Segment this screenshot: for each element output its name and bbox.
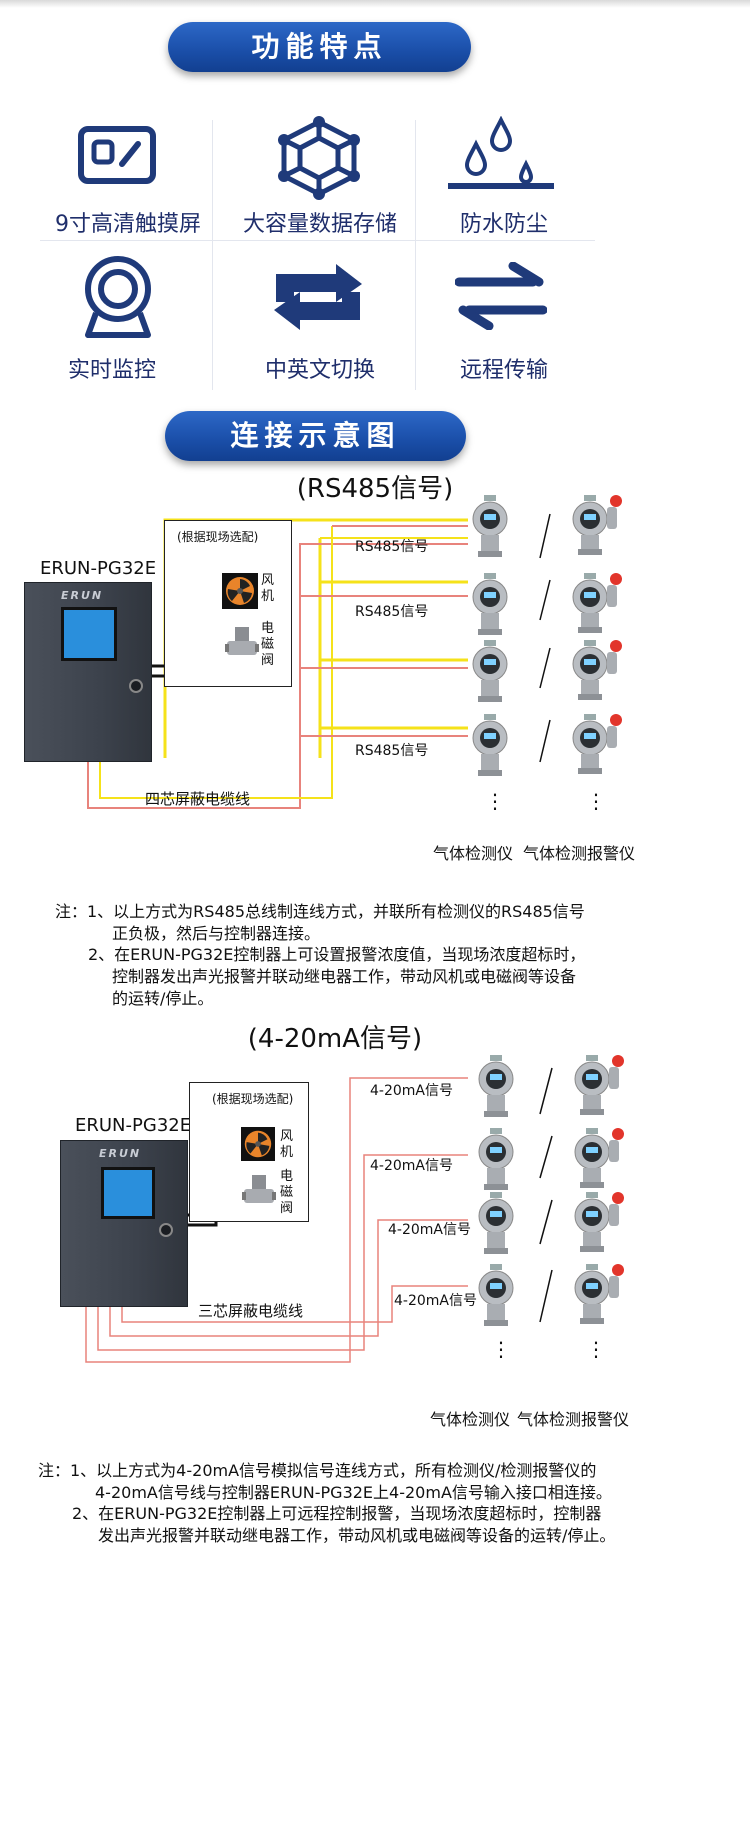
connection-title: 连接示意图 <box>230 419 401 452</box>
feature-label: 远程传输 <box>459 358 548 383</box>
key-lock-icon <box>159 1223 173 1237</box>
feature-label: 实时监控 <box>67 358 156 383</box>
solenoid-valve-icon <box>225 625 259 665</box>
feature-label: 防水防尘 <box>459 212 548 237</box>
fan-label: 风机 <box>280 1129 294 1160</box>
optional-equipment-box: (根据现场选配) 风机 电磁阀 <box>189 1082 309 1222</box>
signal-label: 4-20mA信号 <box>394 1293 477 1309</box>
controller-name: ERUN-PG32E <box>75 1115 192 1136</box>
fan-icon <box>241 1127 275 1161</box>
note-line: 发出声光报警并联动继电器工作，带动风机或电磁阀等设备的运转/停止。 <box>98 1526 616 1545</box>
gas-alarm-detector-icon <box>572 714 622 774</box>
feature-label: 9寸高清触摸屏 <box>55 212 201 237</box>
optional-equipment-title: (根据现场选配) <box>177 530 259 544</box>
note-line: 4-20mA信号线与控制器ERUN-PG32E上4-20mA信号输入接口相连接。 <box>95 1483 612 1502</box>
alarm-caption: 气体检测报警仪 <box>523 844 636 863</box>
signal-label: RS485信号 <box>355 604 429 620</box>
signal-label: RS485信号 <box>355 743 429 759</box>
note-line: 正负极，然后与控制器连接。 <box>112 924 321 943</box>
detector-caption: 气体检测仪 <box>433 844 514 863</box>
rs485-diagram-title: (RS485信号) <box>296 474 454 504</box>
note-line: 2、在ERUN-PG32E控制器上可设置报警浓度值，当现场浓度超标时， <box>88 945 586 964</box>
cable-label: 四芯屏蔽电缆线 <box>145 790 251 808</box>
feature-label: 中英文切换 <box>264 358 375 383</box>
feature-divider <box>212 120 213 390</box>
more-dots: ⋮ <box>485 789 505 813</box>
more-dots: ⋮ <box>491 1337 511 1361</box>
more-dots: ⋮ <box>586 1337 606 1361</box>
gas-alarm-detector-icon <box>574 1055 624 1115</box>
note-line: 注：1、以上方式为RS485总线制连线方式，并联所有检测仪的RS485信号 <box>55 902 585 921</box>
gas-detector-icon <box>478 1192 514 1254</box>
feature-label: 大容量数据存储 <box>242 212 397 237</box>
gas-alarm-detector-icon <box>572 573 622 633</box>
gas-detector-icon <box>478 1055 514 1117</box>
gas-detector-icon <box>472 714 508 776</box>
gas-alarm-detector-icon <box>574 1128 624 1188</box>
water-drops-icon <box>448 116 554 189</box>
hexagon-network-icon <box>278 116 360 200</box>
features-title: 功能特点 <box>251 30 388 63</box>
gas-alarm-detector-icon <box>572 495 622 555</box>
signal-label: RS485信号 <box>355 539 429 555</box>
connection-title-banner: 连接示意图 <box>165 411 466 461</box>
fan-label: 风机 <box>261 573 275 604</box>
note-line: 2、在ERUN-PG32E控制器上可远程控制报警，当现场浓度超标时，控制器 <box>72 1504 602 1523</box>
touchscreen-icon <box>78 126 156 184</box>
gas-detector-icon <box>478 1264 514 1326</box>
analog-diagram-title: (4-20mA信号) <box>247 1024 423 1054</box>
note-line: 的运转/停止。 <box>112 989 214 1008</box>
top-shadow-bar <box>0 0 750 8</box>
note-line: 注：1、以上方式为4-20mA信号模拟信号连线方式，所有检测仪/检测报警仪的 <box>38 1461 597 1480</box>
feature-divider <box>415 120 416 390</box>
detector-caption: 气体检测仪 <box>430 1410 511 1429</box>
gas-detector-icon <box>472 640 508 702</box>
valve-label: 电磁阀 <box>261 621 275 668</box>
features-title-banner: 功能特点 <box>168 22 471 72</box>
controller-brand-logo: ERUN <box>61 589 104 602</box>
controller-cabinet: ERUN <box>60 1140 188 1307</box>
webcam-icon <box>85 256 151 338</box>
cycle-arrows-icon <box>274 264 362 330</box>
note-line: 控制器发出声光报警并联动继电器工作，带动风机或电磁阀等设备 <box>112 967 577 986</box>
more-dots: ⋮ <box>586 789 606 813</box>
feature-divider <box>40 240 595 241</box>
controller-brand-logo: ERUN <box>99 1147 142 1160</box>
signal-label: 4-20mA信号 <box>370 1083 453 1099</box>
optional-equipment-box: (根据现场选配) 风机 电磁阀 <box>164 520 292 687</box>
key-lock-icon <box>129 679 143 693</box>
fan-icon <box>222 573 258 609</box>
controller-screen <box>101 1167 155 1219</box>
valve-label: 电磁阀 <box>280 1169 294 1216</box>
cable-label: 三芯屏蔽电缆线 <box>198 1302 304 1320</box>
gas-alarm-detector-icon <box>574 1264 624 1324</box>
alarm-caption: 气体检测报警仪 <box>517 1410 630 1429</box>
controller-cabinet: ERUN <box>24 582 152 762</box>
gas-alarm-detector-icon <box>572 640 622 700</box>
signal-label: 4-20mA信号 <box>388 1222 471 1238</box>
controller-screen <box>61 607 117 661</box>
gas-detector-icon <box>472 573 508 635</box>
optional-equipment-title: (根据现场选配) <box>212 1092 294 1106</box>
gas-detector-icon <box>478 1128 514 1190</box>
solenoid-valve-icon <box>242 1173 276 1213</box>
transfer-arrows-icon <box>455 262 547 330</box>
gas-alarm-detector-icon <box>574 1192 624 1252</box>
gas-detector-icon <box>472 495 508 557</box>
signal-label: 4-20mA信号 <box>370 1158 453 1174</box>
controller-name: ERUN-PG32E <box>40 558 157 579</box>
